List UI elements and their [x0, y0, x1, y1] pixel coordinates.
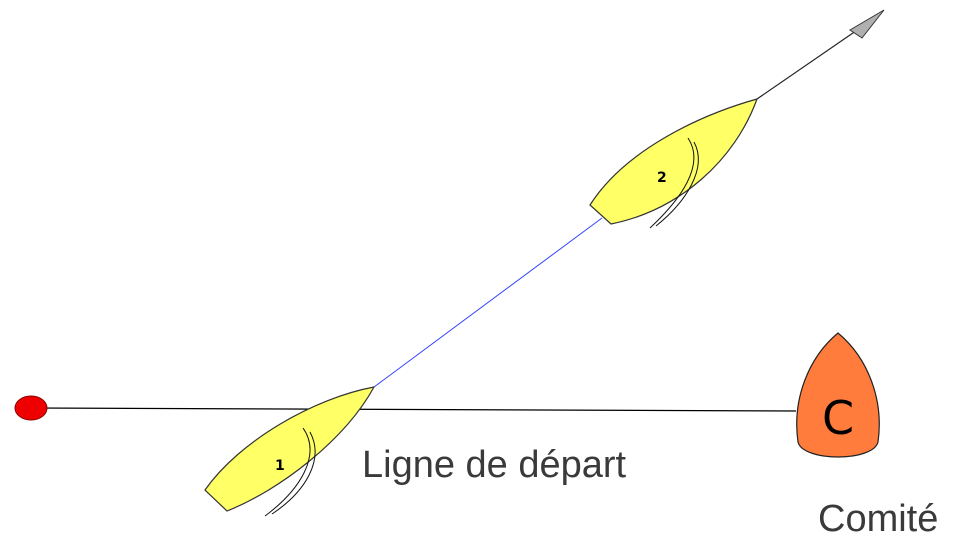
- boat-2-hull: [589, 98, 758, 225]
- start-line: [31, 407, 797, 412]
- committee-boat-hull: [796, 332, 880, 458]
- red-buoy-icon: [14, 395, 48, 421]
- committee-label: Comité: [818, 498, 939, 540]
- arrow-icon: [849, 9, 885, 39]
- boat-1-number: 1: [275, 458, 285, 474]
- boat-2-sail-2: [655, 141, 699, 227]
- boat-2: 2: [589, 98, 758, 229]
- direction-line: [756, 23, 867, 100]
- start-line-label: Ligne de départ: [362, 444, 627, 486]
- boat-1-sail: [264, 427, 311, 517]
- boat-1-hull: [204, 386, 376, 512]
- course-line: [373, 217, 603, 388]
- boat-2-sail: [649, 137, 695, 229]
- boat-1-sail-2: [271, 431, 316, 515]
- committee-boat-letter: C: [822, 391, 854, 445]
- boat-1: 1: [204, 386, 376, 517]
- committee-boat: C: [796, 332, 880, 458]
- boat-2-number: 2: [657, 170, 667, 186]
